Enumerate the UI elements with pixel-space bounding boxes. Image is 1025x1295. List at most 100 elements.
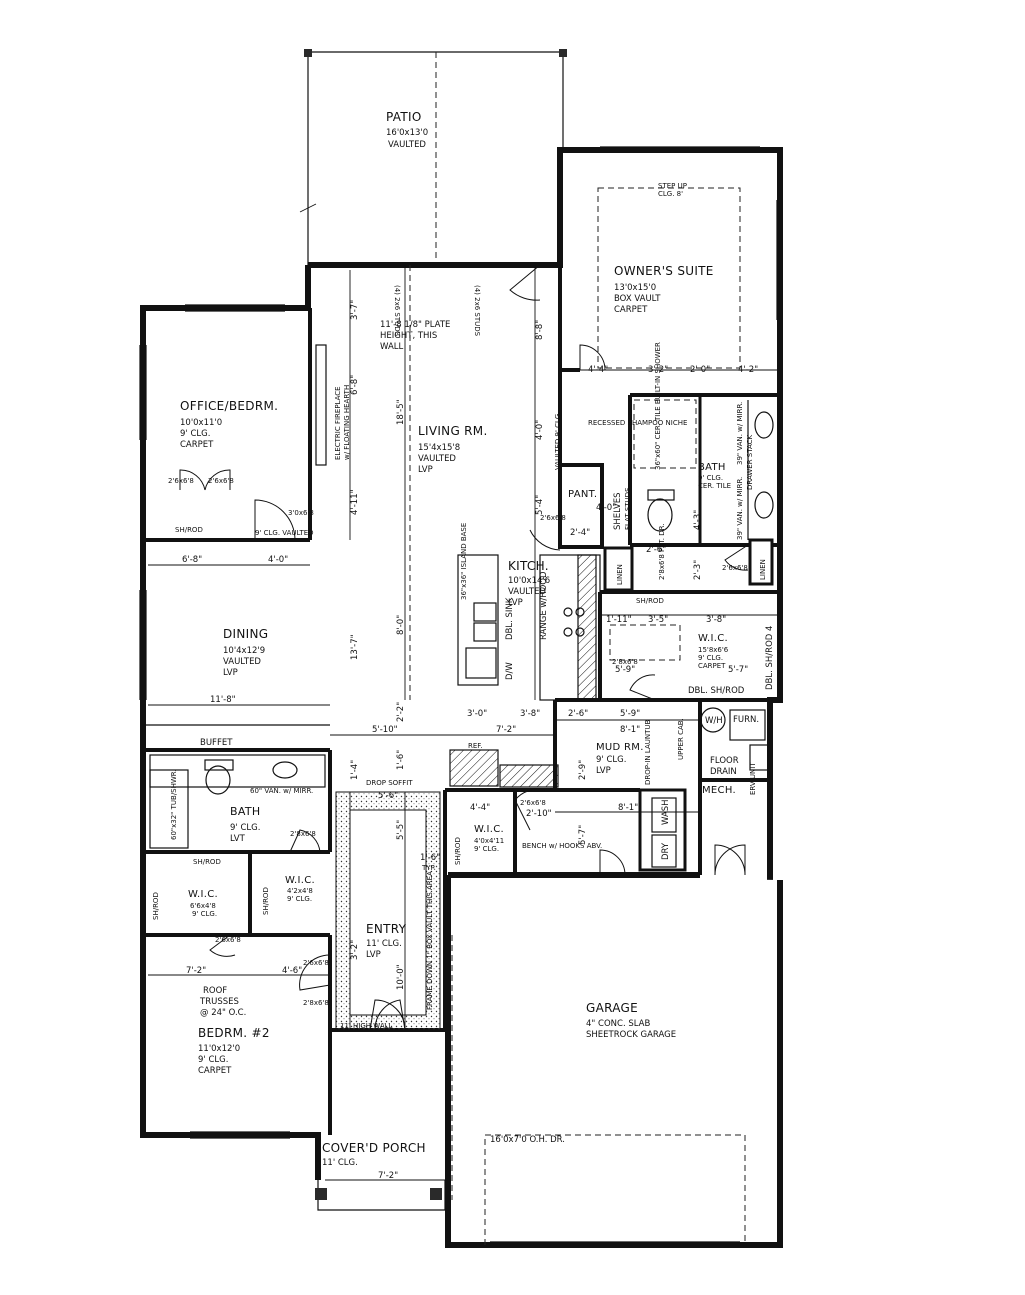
dim-label: 2'-4" [570,528,590,538]
range-note: RANGE w/HOOD [539,571,549,640]
mud-note1: 9' CLG. [596,755,626,765]
dim-label: 5'-9" [620,709,640,719]
dim-label: 2'-9" [578,760,588,780]
living-note2: LVP [418,465,433,475]
dining-note2: LVP [223,668,238,678]
door-size-label: 2'6x6'8 [208,477,234,485]
wic-owner-name: W.I.C. [698,633,728,644]
dim-label: 5'-7" [578,825,588,845]
dim-label: 8'-1" [620,725,640,735]
dim-label: 10'-0" [396,964,406,990]
dim-label: 7'-2" [186,966,206,976]
tub-note: 60"x32" TUB/SHWR. [170,769,178,840]
windows [139,146,778,1243]
dim-label: 2'-0" [690,365,710,375]
dim-label: 3'-2" [648,365,668,375]
van-mirr-note-top: 39" VAN. w/ MIRR. [736,402,744,465]
dim-label: 7'-2" [378,1171,398,1181]
dim-label: 8'-1" [618,803,638,813]
wic4-note1: 9' CLG. [474,845,499,853]
door-size-label: 3'0x6'8 [288,509,314,517]
dim-label: 11'-8" [210,695,236,705]
dim-label: 2'-2" [396,702,406,722]
dim-label: 4'-0" [596,503,616,513]
door-size-label: 2'8x6'8 [612,658,638,666]
owner-bath-note1: 9' CLG. [698,474,723,482]
wic4-size: 4'0x4'11 [474,837,504,845]
dim-label: 3'-8" [520,709,540,719]
wic-owner-shrod: SH/ROD [636,597,664,605]
dim-label: 5'-9" [615,665,635,675]
fixtures [149,187,774,1245]
dim-label: 1'-4" [350,760,360,780]
plate-note2: HEIGHT, THIS [380,331,437,341]
door-size-label: 2'6x6'8 [540,514,566,522]
trusses-note: TRUSSES [199,997,239,1007]
dim-label: 3'-2" [350,940,360,960]
dim-label: 8'-8" [535,320,545,340]
porch-name: COVER'D PORCH [322,1141,426,1155]
shelves-note: SHELVES [613,492,623,530]
drop-in-note: DROP-IN LAUNTUB [644,720,652,785]
room-labels: PATIO 16'0x13'0 VAULTED STEP UP CLG. 8' … [152,110,775,1168]
bedrm2-note2: CARPET [198,1066,232,1076]
dim-label: 4'-2" [738,365,758,375]
entry-name: ENTRY [366,922,407,936]
owners-suite-name: OWNER'S SUITE [614,264,714,278]
dim-label: 3'-5" [648,615,668,625]
furn-label: FURN. [733,715,759,725]
porch-note1: 11' CLG. [322,1158,358,1168]
door-size-label: 2'6x6'8 [215,936,241,944]
dim-label: 2'-6" [568,709,588,719]
living-name: LIVING RM. [418,424,488,438]
living-note1: VAULTED [418,454,456,464]
door-size-label: 2'6x6'8 [520,799,546,807]
trusses-oc-note: @ 24" O.C. [200,1008,246,1018]
kitchen-size: 10'0x14'6 [508,576,550,586]
dim-label: 1'-11" [606,615,632,625]
bedrm2-note1: 9' CLG. [198,1055,228,1065]
dim-label: 4'-0" [535,420,545,440]
living-size: 15'4x15'8 [418,443,460,453]
dim-label: 4'-4" [470,803,490,813]
door-size-label: 2'6x6'8 [303,959,329,967]
wic3-name: W.I.C. [285,875,315,886]
dim-label: 5'-4" [535,495,545,515]
dim-label: 7'-2" [496,725,516,735]
wic2-shrod-side: SH/ROD [152,892,160,920]
dim-label: 3'-7" [350,300,360,320]
mud-note2: LVP [596,766,611,776]
patio-size: 16'0x13'0 [386,128,428,138]
garage-note1: 4" CONC. SLAB [586,1019,650,1029]
erv-label: ERV UNIT [749,762,757,795]
buffet-note: BUFFET [200,738,233,748]
linen-note-left: LINEN [616,564,624,585]
entry-note2: LVP [366,950,381,960]
office-shrod: SH/ROD [175,526,203,534]
dining-size: 10'4x12'9 [223,646,265,656]
garage-name: GARAGE [586,1001,638,1015]
door-size-label: 2'8x6'8 [303,999,329,1007]
patio-name: PATIO [386,110,422,124]
door-swings [179,264,749,1031]
dbl-shrod-note: DBL. SH/ROD [688,686,745,696]
roof-note: ROOF [203,986,227,996]
owners-suite-note2: CARPET [614,305,648,315]
door-labels: 2'6x6'8 2'6x6'8 3'0x6'8 2'6x6'8 2'8x6'8 … [168,477,748,1007]
wic3-size: 4'2x4'8 [287,887,313,895]
wh-label: W/H [705,716,723,726]
dim-label: 4'-4" [588,365,608,375]
pktdr-note: 2'8x6'8 PKT. DR. [658,524,666,580]
wic-owner-note1: 9' CLG. [698,654,723,662]
patio-area [299,49,567,265]
wic3-note1: 9' CLG. [287,895,312,903]
shampoo-note: RECESSED SHAMPOO NICHE [588,419,687,427]
mech-name: MECH. [702,785,736,796]
kitchen-note1: VAULTED [508,587,546,597]
ref-note: REF. [468,742,482,750]
upper-cab-note: UPPER CAB. [677,718,685,760]
owner-bath-name: BATH [698,462,726,473]
dim-label: 8'-0" [396,615,406,635]
drop-soffit-note: DROP SOFFIT [366,779,413,787]
